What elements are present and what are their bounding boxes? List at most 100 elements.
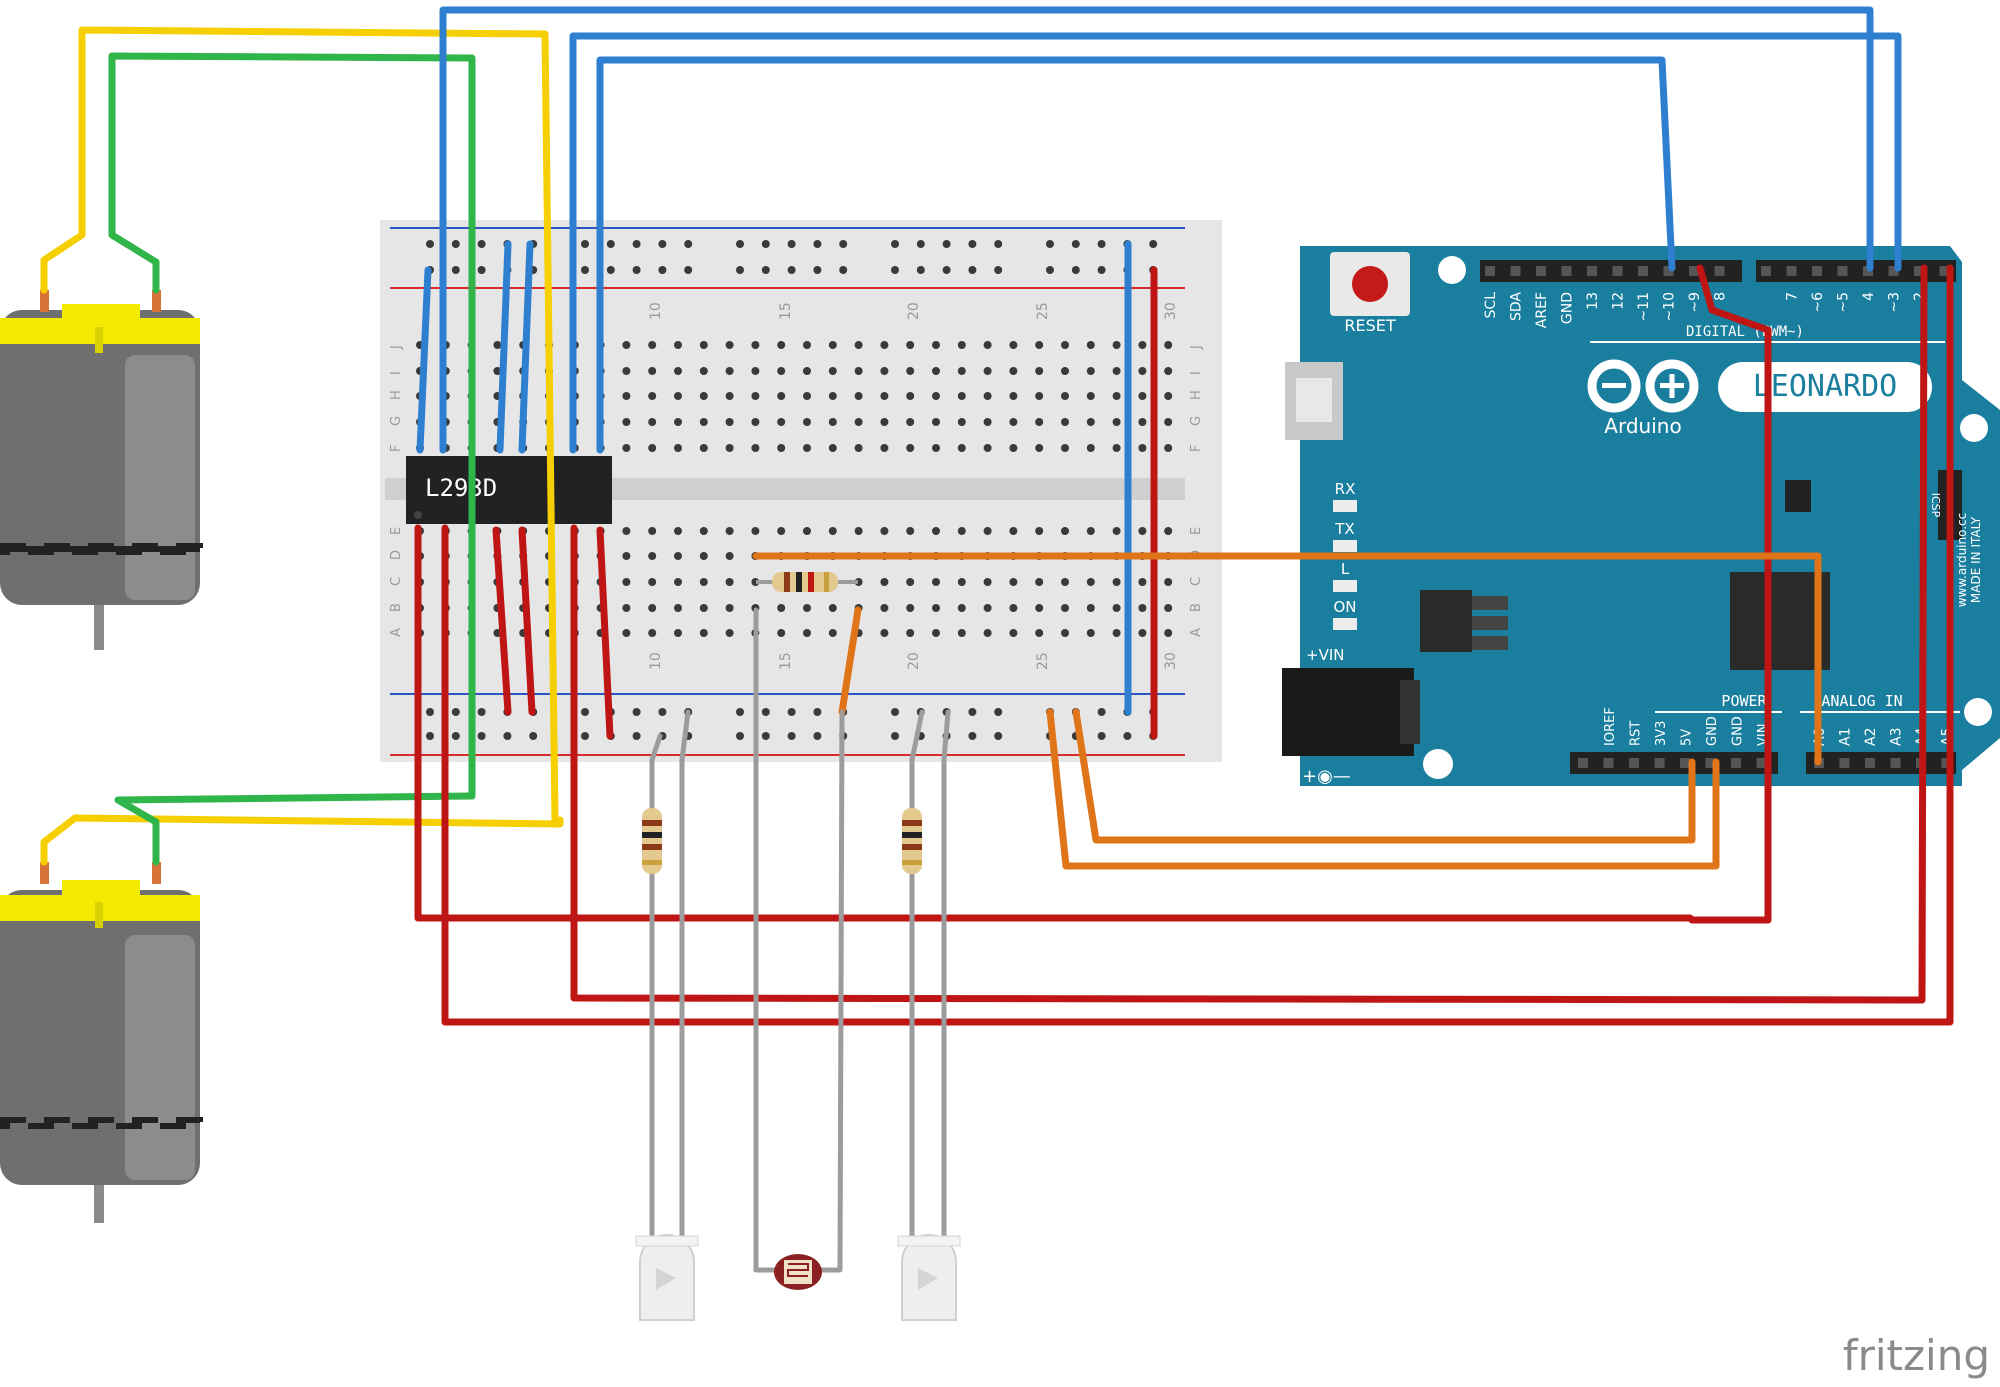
wire-blue-d10 bbox=[596, 56, 1676, 454]
breadboard-hole bbox=[906, 604, 915, 612]
breadboard-hole bbox=[932, 604, 940, 612]
wire-blue-d3 bbox=[439, 6, 1874, 454]
breadboard-hole bbox=[622, 341, 631, 349]
header-pin bbox=[1888, 266, 1899, 276]
breadboard-hole bbox=[674, 527, 682, 535]
digital-pin-label: 12 bbox=[1611, 292, 1627, 310]
breadboard-hole bbox=[451, 708, 460, 716]
breadboard-hole bbox=[932, 392, 940, 400]
breadboard-hole bbox=[787, 266, 796, 274]
breadboard-hole bbox=[828, 527, 837, 535]
digital-pin-label: 7 bbox=[1785, 292, 1801, 301]
breadboard-hole bbox=[1097, 732, 1106, 740]
svg-text:10: 10 bbox=[648, 302, 664, 320]
breadboard-hole bbox=[648, 629, 657, 637]
vin-label: +VIN bbox=[1306, 646, 1344, 664]
lead-led-right-2 bbox=[941, 709, 951, 1239]
breadboard-hole bbox=[725, 629, 734, 637]
breadboard-hole bbox=[622, 552, 631, 560]
svg-text:25: 25 bbox=[1035, 302, 1051, 320]
breadboard-hole bbox=[854, 444, 863, 452]
digital-pin-label: 13 bbox=[1585, 292, 1601, 310]
breadboard-hole bbox=[957, 392, 966, 400]
svg-text:RX: RX bbox=[1335, 480, 1356, 498]
breadboard-hole bbox=[674, 418, 682, 426]
breadboard-hole bbox=[803, 527, 811, 535]
digital-pin-label: 4 bbox=[1861, 292, 1877, 301]
breadboard-hole bbox=[803, 629, 811, 637]
breadboard-hole bbox=[813, 266, 822, 274]
header-pin bbox=[1587, 266, 1597, 276]
breadboard-hole bbox=[906, 367, 915, 375]
svg-text:B: B bbox=[389, 603, 404, 612]
header-pin bbox=[1629, 758, 1639, 768]
breadboard-hole bbox=[932, 341, 940, 349]
breadboard-hole bbox=[477, 708, 486, 716]
breadboard-hole bbox=[1086, 629, 1095, 637]
breadboard-hole bbox=[1112, 392, 1121, 400]
breadboard-hole bbox=[674, 552, 682, 560]
breadboard-hole bbox=[1097, 708, 1106, 716]
breadboard-hole bbox=[699, 418, 708, 426]
breadboard-hole bbox=[1061, 367, 1069, 375]
wire-red-d0 bbox=[441, 264, 1954, 1026]
breadboard-hole bbox=[1086, 367, 1095, 375]
breadboard-hole bbox=[1071, 240, 1080, 248]
digital-pin-label: ~9 bbox=[1687, 292, 1703, 313]
breadboard-hole bbox=[1138, 578, 1147, 586]
lead-ldr-1 bbox=[753, 607, 779, 1273]
breadboard-column-numbers-bottom: 10 15 20 25 30 bbox=[648, 652, 1179, 670]
breadboard-hole bbox=[880, 341, 889, 349]
breadboard-hole bbox=[828, 604, 837, 612]
breadboard-hole bbox=[1061, 392, 1069, 400]
breadboard-hole bbox=[906, 578, 915, 586]
wire-blue-d2 bbox=[569, 32, 1902, 454]
breadboard-hole bbox=[880, 629, 889, 637]
breadboard-hole bbox=[1035, 392, 1044, 400]
breadboard-hole bbox=[736, 732, 744, 740]
breadboard-hole bbox=[880, 604, 889, 612]
svg-text:J: J bbox=[1189, 345, 1204, 350]
svg-text:J: J bbox=[389, 345, 404, 350]
digital-pin-label: ~11 bbox=[1636, 292, 1652, 322]
breadboard-hole bbox=[983, 629, 992, 637]
breadboard-hole bbox=[1097, 266, 1106, 274]
arduino-brand: Arduino bbox=[1604, 414, 1681, 438]
breadboard-hole bbox=[725, 367, 734, 375]
breadboard-hole bbox=[503, 732, 512, 740]
breadboard-hole bbox=[581, 708, 589, 716]
breadboard-hole bbox=[699, 444, 708, 452]
breadboard-hole bbox=[1009, 578, 1018, 586]
breadboard-hole bbox=[1138, 444, 1147, 452]
breadboard-hole bbox=[674, 444, 682, 452]
breadboard-hole bbox=[957, 341, 966, 349]
breadboard-hole bbox=[725, 527, 734, 535]
breadboard-hole bbox=[787, 732, 796, 740]
svg-text:H: H bbox=[1189, 390, 1204, 400]
digital-pin-label: AREF bbox=[1534, 292, 1550, 328]
svg-text:G: G bbox=[1189, 416, 1204, 426]
digital-pin-label: ~6 bbox=[1810, 292, 1826, 313]
header-pin bbox=[1890, 758, 1901, 768]
breadboard-hole bbox=[426, 732, 434, 740]
motor-bottom bbox=[0, 862, 203, 1223]
breadboard-hole bbox=[854, 392, 863, 400]
breadboard-hole bbox=[1123, 732, 1132, 740]
arduino-model-name: LEONARDO bbox=[1753, 369, 1898, 404]
breadboard-column-numbers-top: 10 15 20 25 30 bbox=[648, 302, 1179, 320]
svg-text:E: E bbox=[389, 527, 404, 535]
breadboard-hole bbox=[891, 240, 899, 248]
breadboard-hole bbox=[957, 629, 966, 637]
breadboard-hole bbox=[1035, 527, 1044, 535]
breadboard-hole bbox=[983, 418, 992, 426]
led-left bbox=[635, 1234, 699, 1321]
breadboard-hole bbox=[1009, 418, 1018, 426]
breadboard-hole bbox=[994, 708, 1003, 716]
resistor-led-right bbox=[902, 808, 922, 874]
breadboard-hole bbox=[957, 444, 966, 452]
breadboard-hole bbox=[581, 732, 589, 740]
header-pin bbox=[1756, 758, 1767, 768]
breadboard-hole bbox=[622, 578, 631, 586]
breadboard-hole bbox=[880, 367, 889, 375]
